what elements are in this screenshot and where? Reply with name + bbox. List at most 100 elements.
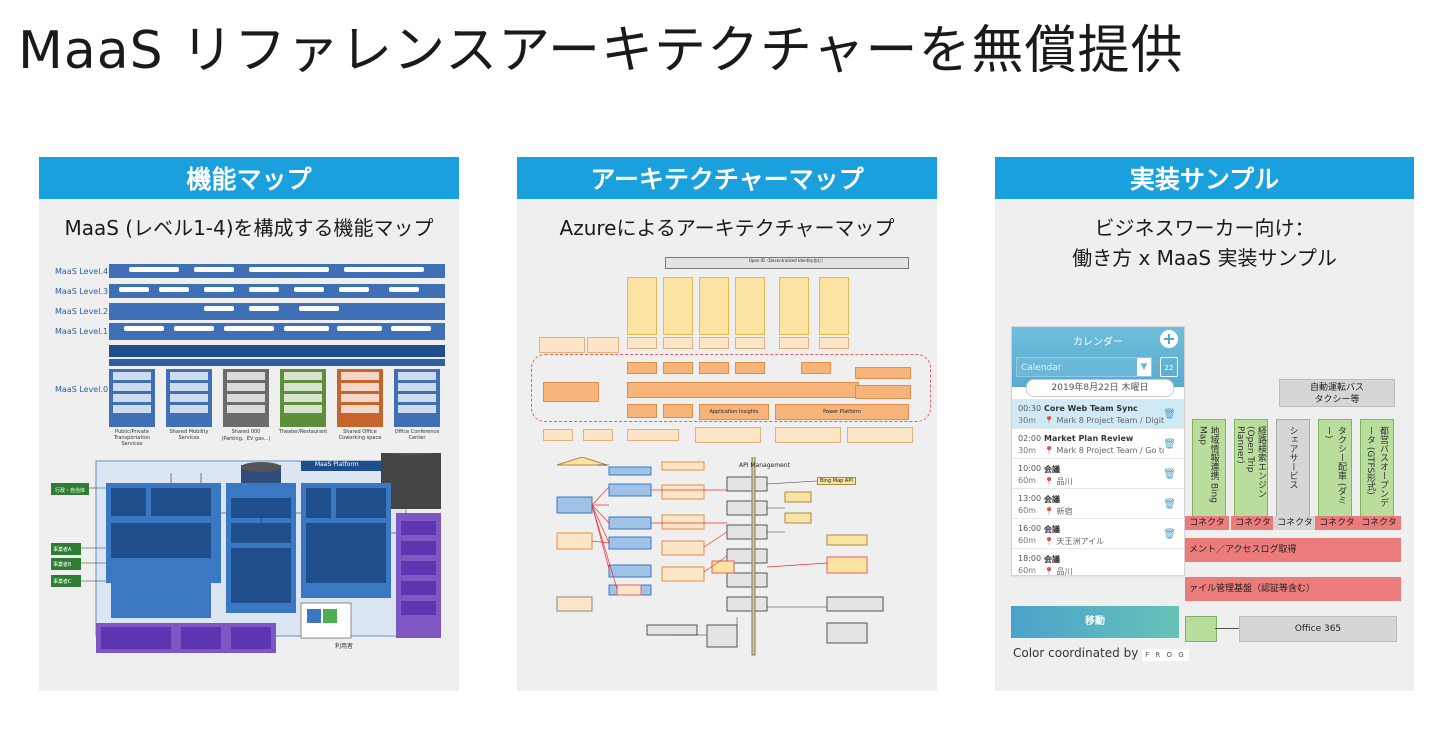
event-name: 会議 bbox=[1044, 495, 1060, 504]
event-time: 13:00 bbox=[1018, 494, 1042, 503]
arch-box bbox=[847, 427, 913, 443]
file-management-bar: ァイル管理基盤（認証等含む） bbox=[1185, 577, 1401, 601]
add-event-button[interactable]: + bbox=[1160, 330, 1178, 348]
api-management-label: API Management bbox=[739, 462, 790, 469]
platform-label: MaaS Platform bbox=[315, 461, 359, 468]
function-map-panel: 機能マップ MaaS (レベル1-4)を構成する機能マップ MaaS Level… bbox=[39, 157, 459, 691]
calendar-icon[interactable]: 22 bbox=[1160, 357, 1178, 377]
arch-column bbox=[663, 277, 693, 335]
service-column: 地域情報連携 Bing Map bbox=[1192, 419, 1226, 517]
arch-box bbox=[587, 337, 619, 353]
api-flow-diagram bbox=[556, 457, 884, 656]
arch-box bbox=[627, 362, 657, 374]
level-label: MaaS Level.0 bbox=[55, 385, 109, 394]
event-location-text: Mark 8 Project Team / Go to Mark... bbox=[1056, 446, 1164, 455]
trash-icon[interactable]: 🗑 bbox=[1163, 469, 1176, 480]
side-label: 事業者B bbox=[53, 562, 72, 568]
architecture-map-panel: アーキテクチャーマップ Azureによるアーキテクチャーマップ Open ID（… bbox=[517, 157, 937, 691]
event-location: 📍 品川 bbox=[1044, 477, 1073, 486]
frog-logo: F R O G bbox=[1142, 649, 1189, 661]
event-item[interactable]: 02:00 30m Market Plan Review 📍 Mark 8 Pr… bbox=[1012, 429, 1184, 459]
event-duration: 30m bbox=[1018, 416, 1036, 425]
column-label: Office Conference Center bbox=[394, 429, 440, 441]
level-label: MaaS Level.4 bbox=[55, 267, 109, 276]
page-title: MaaS リファレンスアーキテクチャーを無償提供 bbox=[18, 21, 1184, 81]
connector-line bbox=[1215, 628, 1239, 629]
event-name: 会議 bbox=[1044, 525, 1060, 534]
connector-label: コネクタ bbox=[1357, 516, 1401, 530]
event-duration: 60m bbox=[1018, 476, 1036, 485]
side-label: 事業者A bbox=[53, 547, 72, 553]
panel-header: 実装サンプル bbox=[995, 157, 1414, 199]
event-item[interactable]: 16:00 60m 会議 📍 天王洲アイル 🗑 bbox=[1012, 519, 1184, 549]
service-column: タクシー配車 (ダミー) bbox=[1318, 419, 1352, 517]
panel-subtitle-line2: 働き方 x MaaS 実装サンプル bbox=[1072, 246, 1337, 270]
trash-icon[interactable]: 🗑 bbox=[1163, 529, 1176, 540]
power-platform-box: Power Platform bbox=[775, 404, 909, 420]
arch-column bbox=[699, 277, 729, 335]
connector-label: コネクタ bbox=[1185, 516, 1229, 530]
panel-header: 機能マップ bbox=[39, 157, 459, 199]
auto-bus-box: 自動運転バス タクシー等 bbox=[1279, 379, 1395, 407]
event-name: Market Plan Review bbox=[1044, 434, 1134, 443]
trash-icon[interactable]: 🗑 bbox=[1163, 439, 1176, 450]
service-label: 経路検索エンジン (Open Trip Planner) bbox=[1235, 426, 1266, 498]
logging-bar: メント／アクセスログ取得 bbox=[1185, 538, 1401, 562]
arch-column bbox=[627, 277, 657, 335]
event-item[interactable]: 00:30 30m Core Web Team Sync 📍 Mark 8 Pr… bbox=[1012, 399, 1184, 429]
trash-icon[interactable]: 🗑 bbox=[1163, 409, 1176, 420]
event-item[interactable]: 18:00 60m 会議 📍 品川 bbox=[1012, 549, 1184, 576]
event-duration: 60m bbox=[1018, 566, 1036, 575]
arch-box bbox=[775, 427, 841, 443]
calendar-select[interactable]: Calendar ▼ bbox=[1016, 357, 1152, 377]
event-location-text: 品川 bbox=[1056, 567, 1073, 576]
data-bar bbox=[109, 345, 445, 357]
arch-box bbox=[627, 404, 657, 418]
calendar-select-value: Calendar bbox=[1021, 363, 1062, 373]
service-column: シェアサービス bbox=[1276, 419, 1310, 517]
arch-box bbox=[735, 362, 765, 374]
event-location: 📍 新宿 bbox=[1044, 507, 1073, 516]
arch-box bbox=[663, 337, 693, 349]
trash-icon[interactable]: 🗑 bbox=[1163, 499, 1176, 510]
side-label: 事業者C bbox=[53, 579, 72, 585]
arch-box bbox=[699, 362, 729, 374]
level-bar bbox=[109, 284, 445, 298]
panel-subtitle: MaaS (レベル1-4)を構成する機能マップ bbox=[64, 216, 434, 240]
event-duration: 30m bbox=[1018, 446, 1036, 455]
service-label: 都営バスオープンデータ (GTFS形式) bbox=[1365, 426, 1388, 507]
chevron-down-icon: ▼ bbox=[1137, 358, 1151, 376]
event-item[interactable]: 13:00 60m 会議 📍 新宿 🗑 bbox=[1012, 489, 1184, 519]
event-item[interactable]: 10:00 60m 会議 📍 品川 🗑 bbox=[1012, 459, 1184, 489]
arch-box bbox=[699, 337, 729, 349]
column-label: Theater/Restaurant bbox=[278, 429, 328, 435]
level-label: MaaS Level.2 bbox=[55, 307, 109, 316]
move-button[interactable]: 移動 bbox=[1011, 606, 1179, 638]
event-location: 📍 天王洲アイル bbox=[1044, 537, 1105, 546]
event-duration: 60m bbox=[1018, 506, 1036, 515]
implementation-sample-panel: 実装サンプル ビジネスワーカー向け： 働き方 x MaaS 実装サンプル カレン… bbox=[995, 157, 1414, 691]
arch-box bbox=[627, 382, 859, 398]
service-label: 地域情報連携 Bing Map bbox=[1197, 426, 1219, 503]
panel-subtitle: Azureによるアーキテクチャーマップ bbox=[559, 216, 895, 240]
connector-label: コネクタ bbox=[1315, 516, 1359, 530]
service-column bbox=[337, 369, 383, 427]
credit-label: Color coordinated by bbox=[1013, 646, 1139, 660]
user-label: 利用者 bbox=[335, 643, 354, 650]
arch-box bbox=[627, 337, 657, 349]
calendar-app: カレンダー + Calendar ▼ 22 2019年8月22日 木曜日 00:… bbox=[1011, 326, 1185, 576]
level-bar bbox=[109, 264, 445, 278]
event-location: 📍 品川 bbox=[1044, 567, 1073, 576]
arch-box bbox=[855, 385, 911, 399]
arch-box bbox=[663, 404, 693, 418]
event-name: Core Web Team Sync bbox=[1044, 404, 1138, 413]
service-label: シェアサービス bbox=[1287, 426, 1298, 489]
arch-column bbox=[735, 277, 765, 335]
arch-column bbox=[779, 277, 809, 335]
side-label: 行政・自治体 bbox=[55, 488, 86, 494]
event-location: 📍 Mark 8 Project Team / Digital Asse... bbox=[1044, 416, 1164, 425]
service-column bbox=[109, 369, 155, 427]
level-label: MaaS Level.3 bbox=[55, 287, 109, 296]
arch-box bbox=[627, 429, 679, 441]
event-name: 会議 bbox=[1044, 555, 1060, 564]
